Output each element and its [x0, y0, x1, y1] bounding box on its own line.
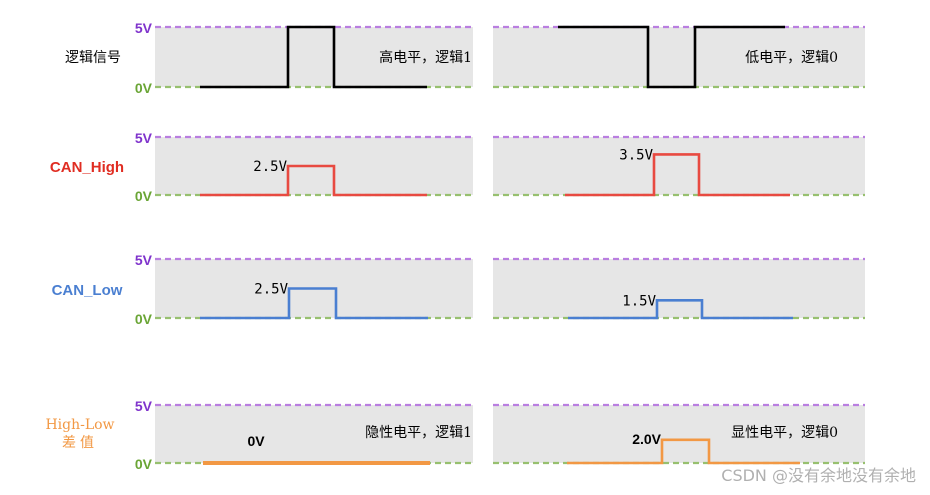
- value-label-can_high-right: 3.5V: [619, 147, 653, 163]
- value-label-diff-left: 0V: [247, 433, 265, 449]
- row-label-diff: High-Low 差值: [40, 416, 120, 452]
- tick-0v-diff: 0V: [135, 456, 153, 472]
- tick-5v-logic: 5V: [135, 20, 153, 36]
- row-label-can_high: CAN_High: [42, 159, 132, 177]
- value-label-can_high-left: 2.5V: [253, 159, 287, 175]
- background-bands: [155, 27, 865, 463]
- voltage-reference-lines: [155, 25, 865, 465]
- band-diff-right: [493, 405, 865, 463]
- value-label-can_low-right: 1.5V: [622, 293, 656, 309]
- band-logic-right: [493, 27, 865, 87]
- tick-5v-can_high: 5V: [135, 130, 153, 146]
- value-label-can_low-left: 2.5V: [254, 282, 288, 298]
- waveforms: [200, 25, 800, 465]
- voltage-ticks: 5V 0V 5V 0V 5V 0V 5V 0V: [135, 20, 153, 472]
- band-can_low-right: [493, 259, 865, 318]
- note-logic-left: 高电平，逻辑1: [379, 49, 472, 66]
- waveform-can_high-right: [565, 153, 790, 197]
- annotations: 高电平，逻辑1 低电平，逻辑0 2.5V 3.5V 2.5V 1.5V 0V 隐性电平，逻辑1…: [247, 49, 838, 449]
- tick-0v-can_high: 0V: [135, 188, 153, 204]
- waveform-can_low-right: [568, 298, 793, 320]
- row-label-line: CAN_Low: [51, 281, 123, 299]
- tick-5v-diff: 5V: [135, 398, 153, 414]
- waveform-can_low-left: [200, 287, 428, 320]
- watermark: CSDN @没有余地没有余地: [721, 466, 916, 485]
- band-diff-left: [155, 405, 473, 463]
- row-label-line: 差值: [62, 435, 98, 451]
- tick-0v-can_low: 0V: [135, 311, 153, 327]
- waveform-logic-right: [558, 25, 785, 89]
- band-can_high-right: [493, 137, 865, 195]
- note-diff-left: 隐性电平，逻辑1: [365, 425, 472, 441]
- band-logic-left: [155, 27, 473, 87]
- value-label-diff-right: 2.0V: [632, 431, 661, 447]
- note-diff-right: 显性电平，逻辑0: [731, 425, 838, 441]
- tick-5v-can_low: 5V: [135, 252, 153, 268]
- waveform-diff-right: [567, 438, 800, 465]
- row-label-line: CAN_High: [49, 159, 125, 176]
- row-label-logic: 逻辑信号: [48, 49, 138, 67]
- waveform-logic-left: [200, 25, 427, 89]
- waveform-can_high-left: [200, 164, 427, 197]
- row-label-line: High-Low: [45, 417, 115, 433]
- row-label-line: 逻辑信号: [65, 50, 121, 66]
- tick-0v-logic: 0V: [135, 80, 153, 96]
- row-label-can_low: CAN_Low: [42, 282, 132, 300]
- note-logic-right: 低电平，逻辑0: [745, 50, 838, 66]
